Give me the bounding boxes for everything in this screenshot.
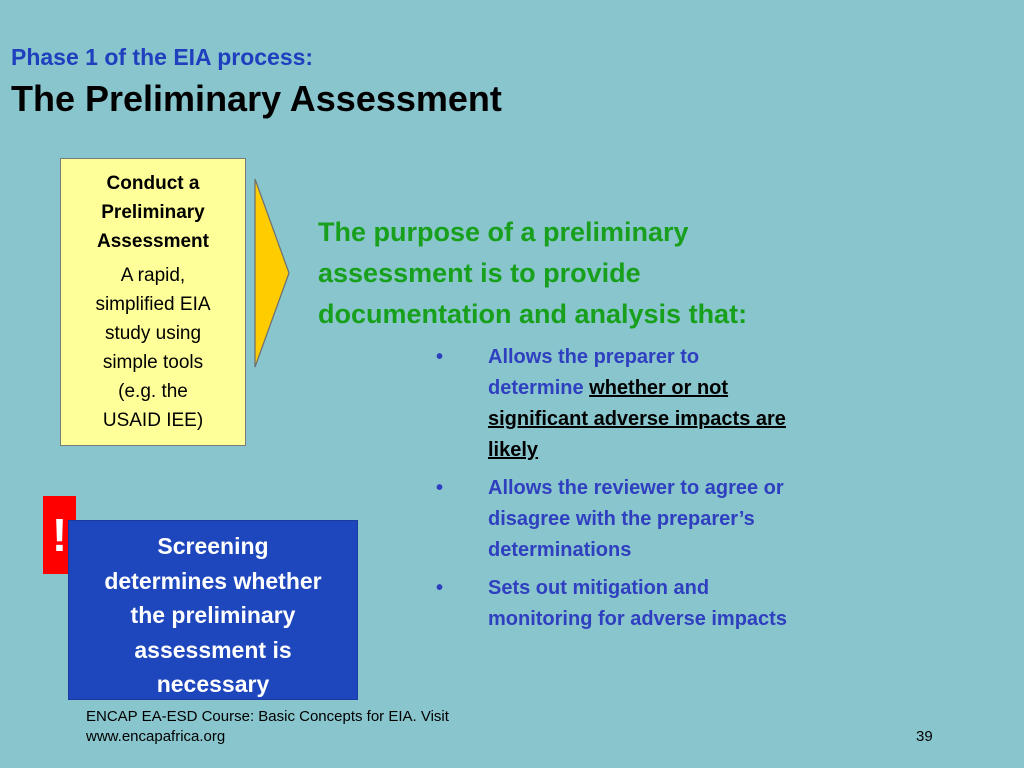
description-line: simple tools: [102, 352, 204, 373]
heading-line: Conduct a: [106, 173, 200, 194]
bullet-line: significant adverse impacts are: [488, 404, 886, 435]
bullet-text: Sets out mitigation and monitoring for a…: [488, 573, 886, 635]
purpose-line: documentation and analysis that:: [318, 299, 748, 329]
preliminary-assessment-box: Conduct a Preliminary Assessment A rapid…: [60, 158, 246, 446]
description-line: USAID IEE): [102, 410, 204, 431]
bullet-text: Allows the preparer to determine whether…: [488, 342, 886, 466]
screening-line: determines whether: [104, 567, 322, 594]
bullet-icon: •: [436, 346, 444, 368]
page-number: 39: [916, 728, 933, 745]
description-line: (e.g. the: [118, 381, 188, 402]
purpose-line: The purpose of a preliminary: [318, 217, 689, 247]
bullet-item: • Sets out mitigation and monitoring for…: [436, 573, 886, 635]
screening-line: assessment is: [134, 636, 292, 663]
purpose-heading: The purpose of a preliminary assessment …: [318, 212, 908, 335]
bullet-emphasis: significant adverse impacts are: [488, 408, 786, 430]
footer-line: ENCAP EA-ESD Course: Basic Concepts for …: [86, 708, 449, 725]
bullet-line: disagree with the preparer’s: [488, 508, 755, 530]
screening-line: the preliminary: [130, 602, 296, 628]
description-line: simplified EIA: [95, 294, 211, 315]
bullet-emphasis: whether or not: [589, 377, 729, 399]
bullet-line: determine whether or not: [488, 373, 886, 404]
bullet-line: Allows the preparer to: [488, 346, 700, 368]
bullet-line-start: determine: [488, 377, 590, 399]
footer-line: www.encapafrica.org: [86, 728, 226, 745]
bullet-line: Sets out mitigation and: [488, 577, 710, 599]
screening-line: Screening: [157, 533, 269, 559]
footer-text: ENCAP EA-ESD Course: Basic Concepts for …: [86, 707, 526, 747]
bullet-item: • Allows the reviewer to agree or disagr…: [436, 473, 886, 566]
purpose-bullet-list: • Allows the preparer to determine wheth…: [436, 342, 886, 642]
arrow-right-icon: [254, 178, 290, 368]
bullet-text: Allows the reviewer to agree or disagree…: [488, 473, 886, 566]
description-line: A rapid,: [120, 265, 186, 286]
bullet-line: likely: [488, 435, 886, 466]
description-line: study using: [104, 323, 202, 344]
bullet-emphasis: likely: [488, 439, 539, 461]
heading-line: Preliminary: [101, 202, 205, 223]
slide-subtitle: Phase 1 of the EIA process:: [11, 44, 314, 70]
heading-line: Assessment: [97, 231, 209, 252]
screening-line: necessary: [156, 671, 270, 697]
screening-note-box: Screening determines whether the prelimi…: [68, 520, 358, 700]
slide-title: The Preliminary Assessment: [11, 78, 502, 119]
bullet-line: determinations: [488, 539, 632, 561]
purpose-line: assessment is to provide: [318, 258, 641, 288]
bullet-line: monitoring for adverse impacts: [488, 608, 787, 630]
bullet-icon: •: [436, 577, 444, 599]
preliminary-assessment-description: A rapid, simplified EIA study using simp…: [61, 261, 245, 435]
bullet-icon: •: [436, 477, 444, 499]
bullet-line: Allows the reviewer to agree or: [488, 477, 784, 499]
preliminary-assessment-heading: Conduct a Preliminary Assessment: [61, 169, 245, 256]
bullet-item: • Allows the preparer to determine wheth…: [436, 342, 886, 466]
